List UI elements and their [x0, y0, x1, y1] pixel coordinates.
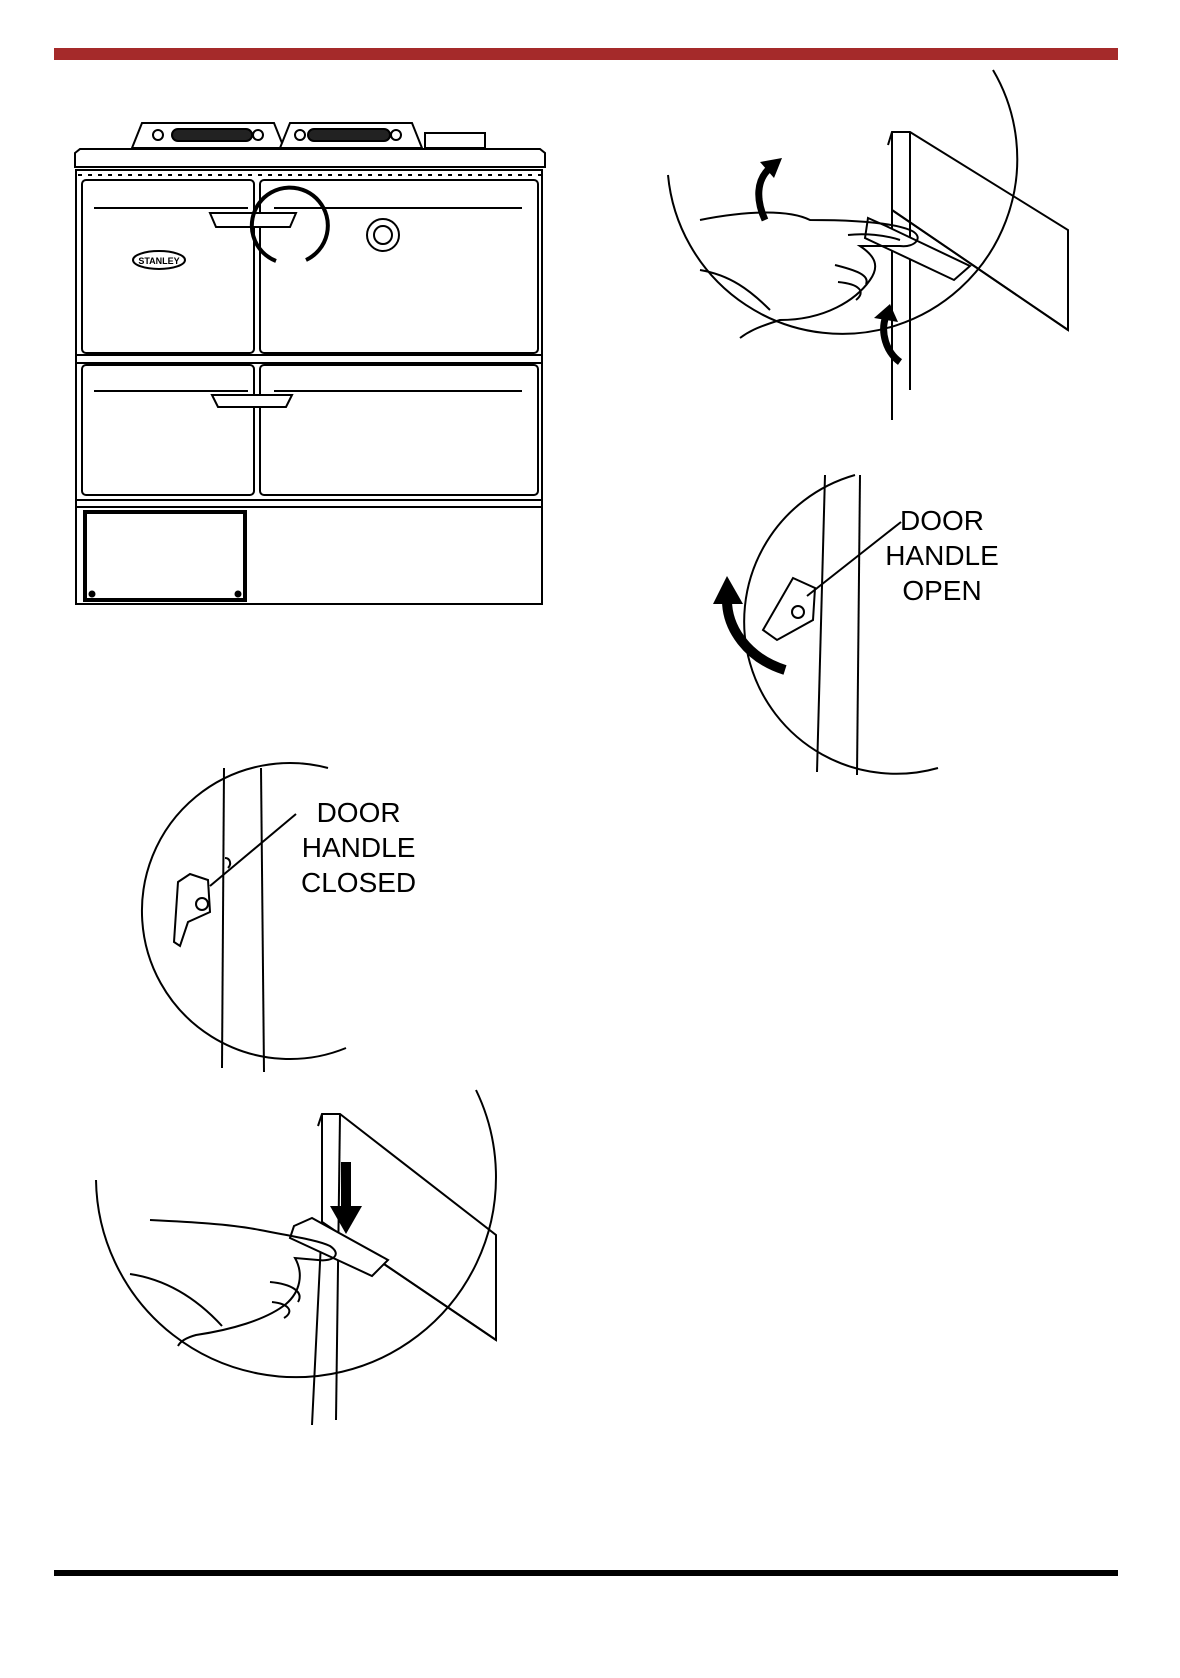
caption-line: HANDLE — [301, 830, 416, 865]
caption-door-handle-open: DOOR HANDLE OPEN — [882, 503, 1002, 608]
caption-line: DOOR — [882, 503, 1002, 538]
cooker-illustration: STANLEY — [70, 115, 550, 615]
footer-rule — [54, 1570, 1118, 1576]
hand-pressing-handle-illustration — [90, 1090, 510, 1435]
header-rule — [54, 48, 1118, 60]
cooker-badge: STANLEY — [138, 256, 179, 266]
caption-line: CLOSED — [301, 865, 416, 900]
caption-line: DOOR — [301, 795, 416, 830]
lid-handle-left — [172, 129, 252, 141]
lid-handle-right — [308, 129, 390, 141]
caption-door-handle-closed: DOOR HANDLE CLOSED — [301, 795, 416, 900]
caption-line: HANDLE — [882, 538, 1002, 573]
hand-lifting-handle-illustration — [660, 70, 1080, 430]
caption-line: OPEN — [882, 573, 1002, 608]
